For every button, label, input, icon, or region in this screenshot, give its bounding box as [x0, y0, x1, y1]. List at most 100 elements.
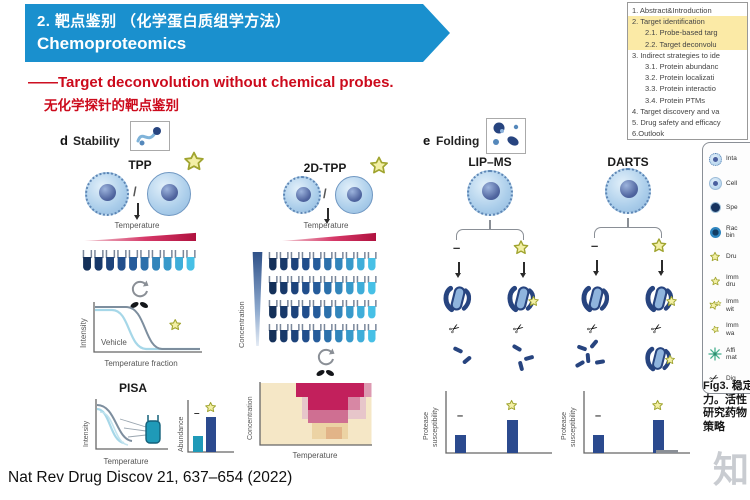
- legend-item: Spe: [707, 196, 750, 220]
- branch-bracket: [594, 227, 662, 238]
- outline-item: 4. Target discovery and va: [632, 106, 720, 116]
- down-arrow-icon: [455, 262, 461, 278]
- temperature-gradient-wedge: [84, 232, 196, 241]
- bound-drug-star-icon: [665, 295, 678, 308]
- down-arrow-icon: [520, 262, 526, 278]
- drug-treated-cell-icon: [335, 176, 373, 214]
- legend-item: Dru: [707, 245, 750, 269]
- intact-cell-icon: [283, 176, 321, 214]
- pisa-abundance-bars: Abundance –: [178, 400, 234, 453]
- intact-cell-icon: [85, 172, 129, 216]
- peptide-fragment: [461, 355, 473, 365]
- outline-item: 3.1. Protein abundanc: [645, 62, 719, 72]
- tpp2d-heatmap: Concentration: [247, 382, 372, 446]
- panel-d-title: Stability: [73, 134, 120, 148]
- abundance-ylabel: Abundance: [178, 416, 185, 452]
- outline-item: 1. Abstract&Introduction: [632, 6, 712, 15]
- pisa-title: PISA: [118, 381, 147, 395]
- tpp2d-title: 2D-TPP: [303, 161, 347, 175]
- bound-drug-star-icon: [664, 354, 676, 366]
- subtitle-zh: 无化学探针的靶点鉴别: [44, 98, 179, 113]
- outline-item: 6.Outlook: [632, 129, 665, 139]
- cell-lysate-icon: [707, 177, 723, 191]
- divider-dash: [656, 450, 678, 453]
- minus-label: –: [194, 408, 200, 419]
- protease-scissors-icon: ✂: [583, 319, 602, 338]
- connector-line: [489, 220, 491, 229]
- outline-item: 3. Indirect strategies to ide: [632, 50, 720, 60]
- title-banner: 2. 靶点鉴别 （化学蛋白质组学方法） Chemoproteomics: [25, 4, 450, 62]
- tube-row: [268, 252, 378, 275]
- binder-dot-icon: [707, 226, 723, 238]
- drug-star-icon: [182, 150, 206, 174]
- tpp-title: TPP: [128, 158, 152, 172]
- tpp-melting-plot: Intensity Vehicle: [79, 302, 202, 353]
- peptide-fragment: [517, 360, 525, 372]
- peptide-fragment: [452, 346, 464, 354]
- tpp-temperature-label: Temperature: [114, 221, 160, 230]
- outline-item: 3.2. Protein localizati: [645, 73, 715, 83]
- drug-star-icon: [512, 239, 530, 257]
- drug-star-icon: [205, 401, 216, 413]
- tpp-plot-ylabel: Intensity: [79, 318, 88, 348]
- panel-e-letter: e: [423, 133, 431, 148]
- minus-label: –: [595, 410, 601, 422]
- tpp-plot-xlabel: Temperature fraction: [104, 359, 178, 368]
- folded-protein-icon: [579, 283, 611, 315]
- or-slash: /: [133, 184, 137, 199]
- drug-star-icon: [707, 251, 723, 263]
- intact-cell-icon: [467, 170, 513, 216]
- no-drug-minus: –: [591, 238, 599, 253]
- bound-drug-star-icon: [527, 295, 540, 308]
- down-arrow-icon: [658, 260, 664, 276]
- lipms-title: LIP–MS: [468, 155, 512, 169]
- folding-icon: [486, 118, 526, 154]
- peptide-fragment: [585, 352, 591, 364]
- peptide-fragment: [589, 338, 599, 350]
- outline-item: 2.2. Target deconvolu: [628, 38, 747, 50]
- drug-star-icon: [169, 319, 182, 331]
- heatmap-ylabel: Concentration: [247, 396, 254, 440]
- outline-item: 3.4. Protein PTMs: [645, 95, 706, 105]
- branch-bracket: [456, 229, 524, 240]
- down-arrow-icon: [324, 208, 330, 224]
- temperature-gradient-wedge: [282, 232, 376, 241]
- drug-fragment-icon: [707, 325, 723, 334]
- protected-protein-icon: [643, 344, 673, 374]
- vehicle-curve-label: Vehicle: [101, 338, 127, 347]
- watermark: 知: [713, 449, 750, 490]
- intact-cell-icon: [605, 168, 651, 214]
- concentration-label: Concentration: [237, 301, 246, 348]
- tube-row: [82, 250, 197, 277]
- journal-reference: Nat Rev Drug Discov 21, 637–654 (2022): [8, 469, 293, 486]
- legend-item: Inta: [707, 147, 750, 171]
- drug-cluster-icon: [707, 300, 723, 311]
- connector-line: [627, 218, 629, 227]
- outline-item: 5. Drug safety and efficacy: [632, 118, 721, 128]
- minus-label: –: [457, 410, 463, 422]
- drug-treated-cell-icon: [147, 172, 191, 216]
- cell-nucleus: [296, 187, 311, 202]
- cell-nucleus: [347, 187, 362, 202]
- protease-scissors-icon: ✂: [509, 319, 528, 338]
- tube-row: [268, 324, 378, 347]
- banner-title-zh: 2. 靶点鉴别 （化学蛋白质组学方法）: [37, 13, 291, 30]
- protease-scissors-icon: ✂: [647, 319, 666, 338]
- protease-ylabel-1: Protease: [423, 412, 430, 440]
- cell-nucleus: [620, 180, 638, 198]
- protease-scissors-icon: ✂: [445, 319, 464, 338]
- cell-nucleus: [99, 184, 116, 201]
- drug-star-icon: [652, 399, 663, 411]
- protease-ylabel-2: susceptibility: [432, 407, 439, 447]
- tube-row: [268, 300, 378, 323]
- peptide-fragment: [594, 359, 606, 365]
- peptide-fragment: [511, 343, 523, 353]
- folded-protein-icon: [441, 283, 473, 315]
- darts-susceptibility-bars: Protease susceptibility –: [561, 391, 690, 454]
- specific-target-dot-icon: [707, 202, 723, 214]
- drug-star-icon: [650, 237, 668, 255]
